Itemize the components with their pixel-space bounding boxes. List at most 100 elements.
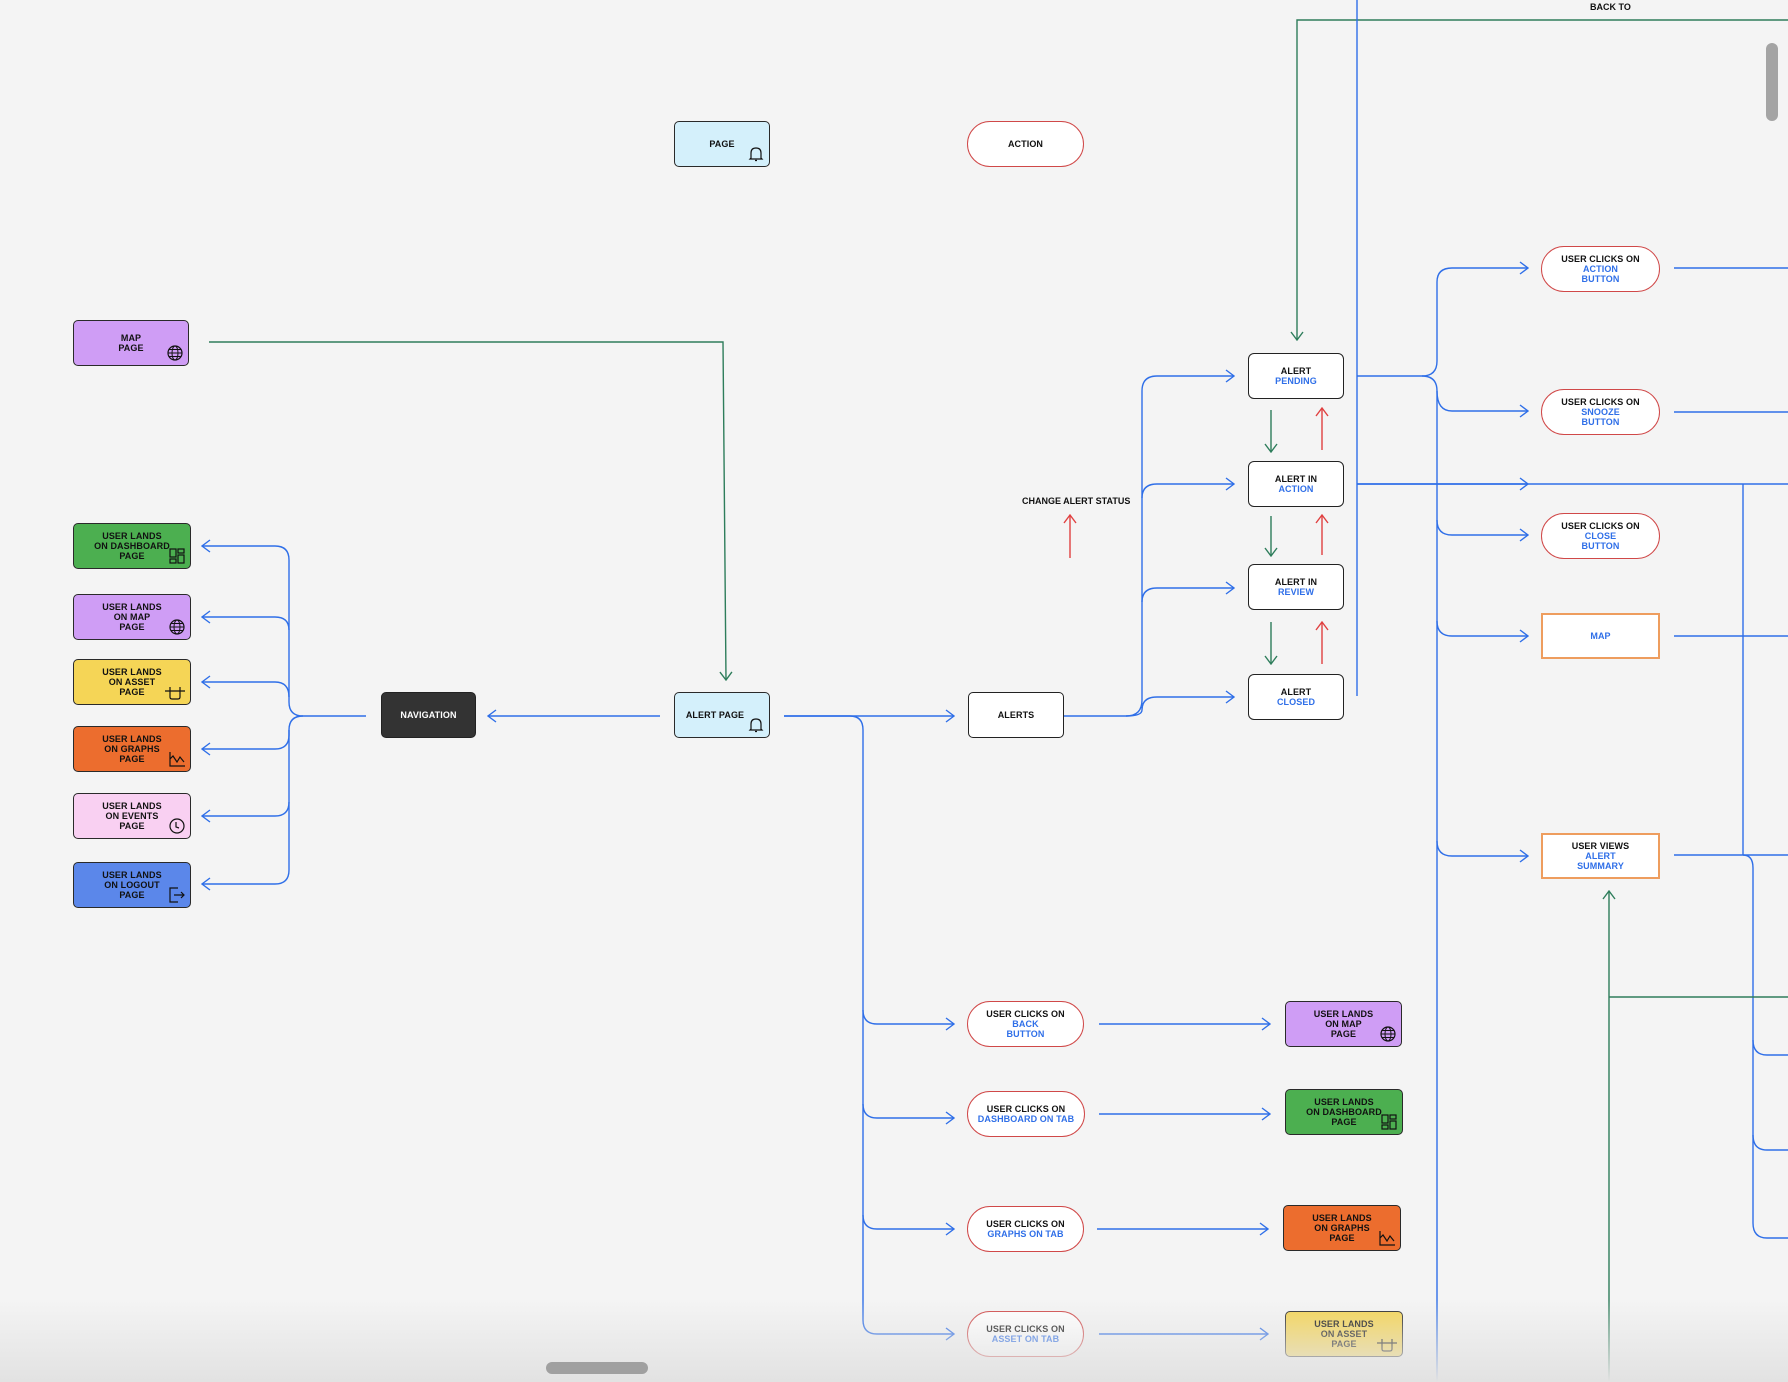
nav-target-logout[interactable]: USER LANDS ON LOGOUT PAGE (73, 862, 191, 908)
tab-target-line: PAGE (1330, 1029, 1357, 1039)
nav-target-asset[interactable]: USER LANDS ON ASSET PAGE (73, 659, 191, 705)
alert-summary-outcome[interactable]: USER VIEWS ALERT SUMMARY (1541, 833, 1660, 879)
nav-fan-connectors (202, 546, 366, 884)
tab-target-dashboard[interactable]: USER LANDS ON DASHBOARD PAGE (1285, 1089, 1403, 1135)
nav-target-line: ON DASHBOARD (94, 541, 170, 551)
action-line3: BUTTON (1581, 274, 1620, 284)
nav-target-graphs[interactable]: USER LANDS ON GRAPHS PAGE (73, 726, 191, 772)
state-in-action[interactable]: ALERT IN ACTION (1248, 461, 1344, 507)
nav-target-line: USER LANDS (102, 801, 162, 811)
nav-target-line: PAGE (119, 890, 145, 900)
tab-target-map[interactable]: USER LANDS ON MAP PAGE (1285, 1001, 1402, 1047)
globe-icon (1380, 1026, 1396, 1042)
alerts-node[interactable]: ALERTS (968, 692, 1064, 738)
map-outcome-label: MAP (1590, 631, 1611, 641)
nav-target-line: ON MAP (113, 612, 151, 622)
state-line1: ALERT IN (1274, 577, 1318, 587)
nav-target-line: USER LANDS (102, 602, 162, 612)
nav-target-line: ON EVENTS (105, 811, 159, 821)
nav-target-dashboard[interactable]: USER LANDS ON DASHBOARD PAGE (73, 523, 191, 569)
action-fan-connectors (1357, 268, 1528, 1382)
tab-target-line: ON DASHBOARD (1306, 1107, 1382, 1117)
state-line1: ALERT (1280, 687, 1312, 697)
nav-target-line: USER LANDS (102, 734, 162, 744)
tab-target-line: USER LANDS (1313, 1009, 1374, 1019)
state-line2: REVIEW (1277, 587, 1315, 597)
nav-target-line: ON ASSET (108, 677, 156, 687)
state-line1: ALERT (1280, 366, 1312, 376)
action-line1: USER CLICKS ON (1561, 397, 1640, 407)
dashboard-tab-pill[interactable]: USER CLICKS ON DASHBOARD ON TAB (967, 1091, 1085, 1137)
nav-target-line: USER LANDS (102, 870, 162, 880)
nav-target-line: PAGE (119, 622, 145, 632)
right-output-connectors (1674, 267, 1788, 1239)
graph-icon (169, 752, 185, 767)
action-line2: SNOOZE (1581, 407, 1620, 417)
change-alert-status-label: CHANGE ALERT STATUS (1022, 496, 1131, 506)
nav-target-map[interactable]: USER LANDS ON MAP PAGE (73, 594, 191, 640)
nav-target-line: USER LANDS (102, 531, 162, 541)
action-line3: BUTTON (1581, 417, 1620, 427)
tab-action-line1: USER CLICKS ON (986, 1324, 1065, 1334)
tab-action-line3: BUTTON (1006, 1029, 1045, 1039)
nav-target-events[interactable]: USER LANDS ON EVENTS PAGE (73, 793, 191, 839)
alert-page-label: ALERT PAGE (685, 710, 745, 720)
vertical-scrollbar[interactable] (1766, 43, 1778, 121)
nav-target-line: USER LANDS (102, 667, 162, 677)
state-pending[interactable]: ALERT PENDING (1248, 353, 1344, 399)
action-line1: USER CLICKS ON (1561, 254, 1640, 264)
navigation-node[interactable]: NAVIGATION (381, 692, 476, 738)
tab-target-line: USER LANDS (1314, 1319, 1374, 1329)
back-to-label: BACK TO (1590, 2, 1631, 12)
back-button-pill[interactable]: USER CLICKS ON BACK BUTTON (967, 1001, 1084, 1047)
state-line2: CLOSED (1276, 697, 1316, 707)
tab-target-line: ON ASSET (1320, 1329, 1368, 1339)
snooze-button-pill[interactable]: USER CLICKS ON SNOOZE BUTTON (1541, 389, 1660, 435)
clock-icon (169, 818, 185, 834)
state-line1: ALERT IN (1274, 474, 1318, 484)
map-page-node[interactable]: MAP PAGE (73, 320, 189, 366)
state-line2: PENDING (1275, 376, 1317, 386)
tab-target-line: USER LANDS (1312, 1213, 1372, 1223)
alerts-label: ALERTS (997, 710, 1035, 720)
close-button-pill[interactable]: USER CLICKS ON CLOSE BUTTON (1541, 513, 1660, 559)
map-outcome[interactable]: MAP (1541, 613, 1660, 659)
legend-page-label: PAGE (709, 139, 735, 149)
asset-tab-pill[interactable]: USER CLICKS ON ASSET ON TAB (967, 1311, 1084, 1357)
tab-fan-connectors (784, 715, 954, 1334)
tab-action-line2: BACK (1012, 1019, 1039, 1029)
action-line2: CLOSE (1584, 531, 1617, 541)
dashboard-icon (1381, 1114, 1397, 1130)
tab-target-line: PAGE (1331, 1117, 1357, 1127)
summary-line3: SUMMARY (1577, 861, 1624, 871)
legend-action-label: ACTION (1007, 139, 1044, 149)
nav-target-line: PAGE (119, 687, 145, 697)
nav-target-line: ON GRAPHS (104, 744, 160, 754)
alert-page-node[interactable]: ALERT PAGE (674, 692, 770, 738)
tab-action-line2: DASHBOARD ON TAB (977, 1114, 1075, 1124)
state-closed[interactable]: ALERT CLOSED (1248, 674, 1344, 720)
action-button-pill[interactable]: USER CLICKS ON ACTION BUTTON (1541, 246, 1660, 292)
summary-line1: USER VIEWS (1571, 841, 1630, 851)
tab-action-line2: ASSET ON TAB (991, 1334, 1060, 1344)
state-in-review[interactable]: ALERT IN REVIEW (1248, 564, 1344, 610)
map-to-alert-connector (209, 341, 726, 680)
dashboard-icon (169, 548, 185, 564)
tab-target-connectors (1097, 1024, 1270, 1334)
logout-icon (169, 887, 185, 903)
action-line2: ACTION (1582, 264, 1619, 274)
tab-target-asset[interactable]: USER LANDS ON ASSET PAGE (1285, 1311, 1403, 1357)
asset-icon (165, 687, 185, 700)
tab-target-line: ON MAP (1325, 1019, 1362, 1029)
tab-target-line: PAGE (1331, 1339, 1357, 1349)
state-fan-connectors (1064, 376, 1234, 717)
tab-action-line1: USER CLICKS ON (986, 1219, 1065, 1229)
graphs-tab-pill[interactable]: USER CLICKS ON GRAPHS ON TAB (967, 1206, 1084, 1252)
legend-action[interactable]: ACTION (967, 121, 1084, 167)
horizontal-scrollbar[interactable] (546, 1362, 648, 1374)
legend-page[interactable]: PAGE (674, 121, 770, 167)
tab-target-graphs[interactable]: USER LANDS ON GRAPHS PAGE (1283, 1205, 1401, 1251)
summary-line2: ALERT (1585, 851, 1616, 861)
